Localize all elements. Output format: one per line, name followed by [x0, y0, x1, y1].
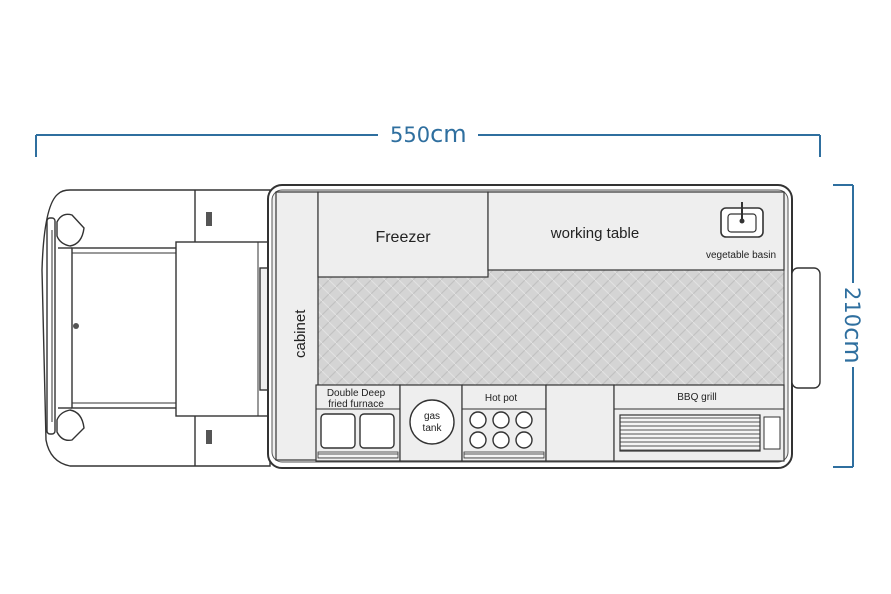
floor-plate	[317, 269, 785, 386]
freezer-label: Freezer	[375, 229, 431, 246]
open-counter	[545, 384, 615, 462]
left-mirror	[56, 213, 85, 247]
kitchen-box: cabinet Freezer working table vegetable …	[267, 184, 821, 469]
door-handle-bottom	[206, 430, 212, 444]
length-unit: cm	[430, 120, 467, 148]
gas-tank-label-line1: gas	[424, 411, 440, 422]
gas-tank-label-line2: tank	[423, 423, 443, 434]
width-value: 210	[840, 287, 864, 327]
fryer-basket-right	[359, 413, 395, 449]
bbq-grill-grate	[619, 414, 761, 452]
cab-back-panel	[175, 241, 269, 417]
front-bumper	[46, 217, 56, 435]
fryer-label-line1: Double Deep	[327, 388, 386, 399]
fryer-basket-left	[320, 413, 356, 449]
vegetable-basin-label: vegetable basin	[706, 250, 776, 261]
fryer-vent	[317, 451, 399, 459]
hot-pot-vent	[463, 451, 545, 459]
width-label: 210cm	[839, 287, 867, 364]
freezer	[317, 191, 489, 278]
rear-step	[791, 267, 821, 389]
double-deep-fryer: Double Deep fried furnace	[315, 384, 401, 462]
length-label: 550cm	[390, 120, 467, 148]
bbq-side-tray	[763, 416, 781, 450]
burner-2	[492, 411, 510, 429]
width-unit: cm	[839, 327, 867, 364]
truck-cab	[41, 189, 271, 467]
bbq-grill-label: BBQ grill	[677, 392, 716, 403]
drain-icon	[739, 218, 745, 224]
working-table-label: working table	[550, 225, 639, 242]
vegetable-basin: vegetable basin	[706, 202, 776, 261]
length-value: 550	[390, 123, 430, 147]
door-handle-top	[206, 212, 212, 226]
gas-tank: gas tank	[399, 384, 463, 462]
right-mirror	[56, 409, 85, 442]
fryer-label-line2: fried furnace	[328, 399, 384, 410]
hood-ornament	[73, 323, 79, 329]
bbq-grill: BBQ grill	[613, 384, 785, 462]
burner-3	[515, 411, 533, 429]
cabinet	[275, 191, 319, 461]
cab-connector	[259, 267, 269, 391]
burner-5	[492, 431, 510, 449]
hot-pot-label: Hot pot	[485, 393, 517, 404]
burner-6	[515, 431, 533, 449]
gas-tank-cylinder	[409, 399, 455, 445]
width-dimension: 210cm	[833, 184, 867, 468]
burner-1	[469, 411, 487, 429]
hot-pot: Hot pot	[461, 384, 547, 462]
cab-roof	[71, 247, 185, 409]
cabinet-label: cabinet	[292, 309, 309, 358]
length-dimension: 550cm	[35, 120, 821, 157]
burner-4	[469, 431, 487, 449]
